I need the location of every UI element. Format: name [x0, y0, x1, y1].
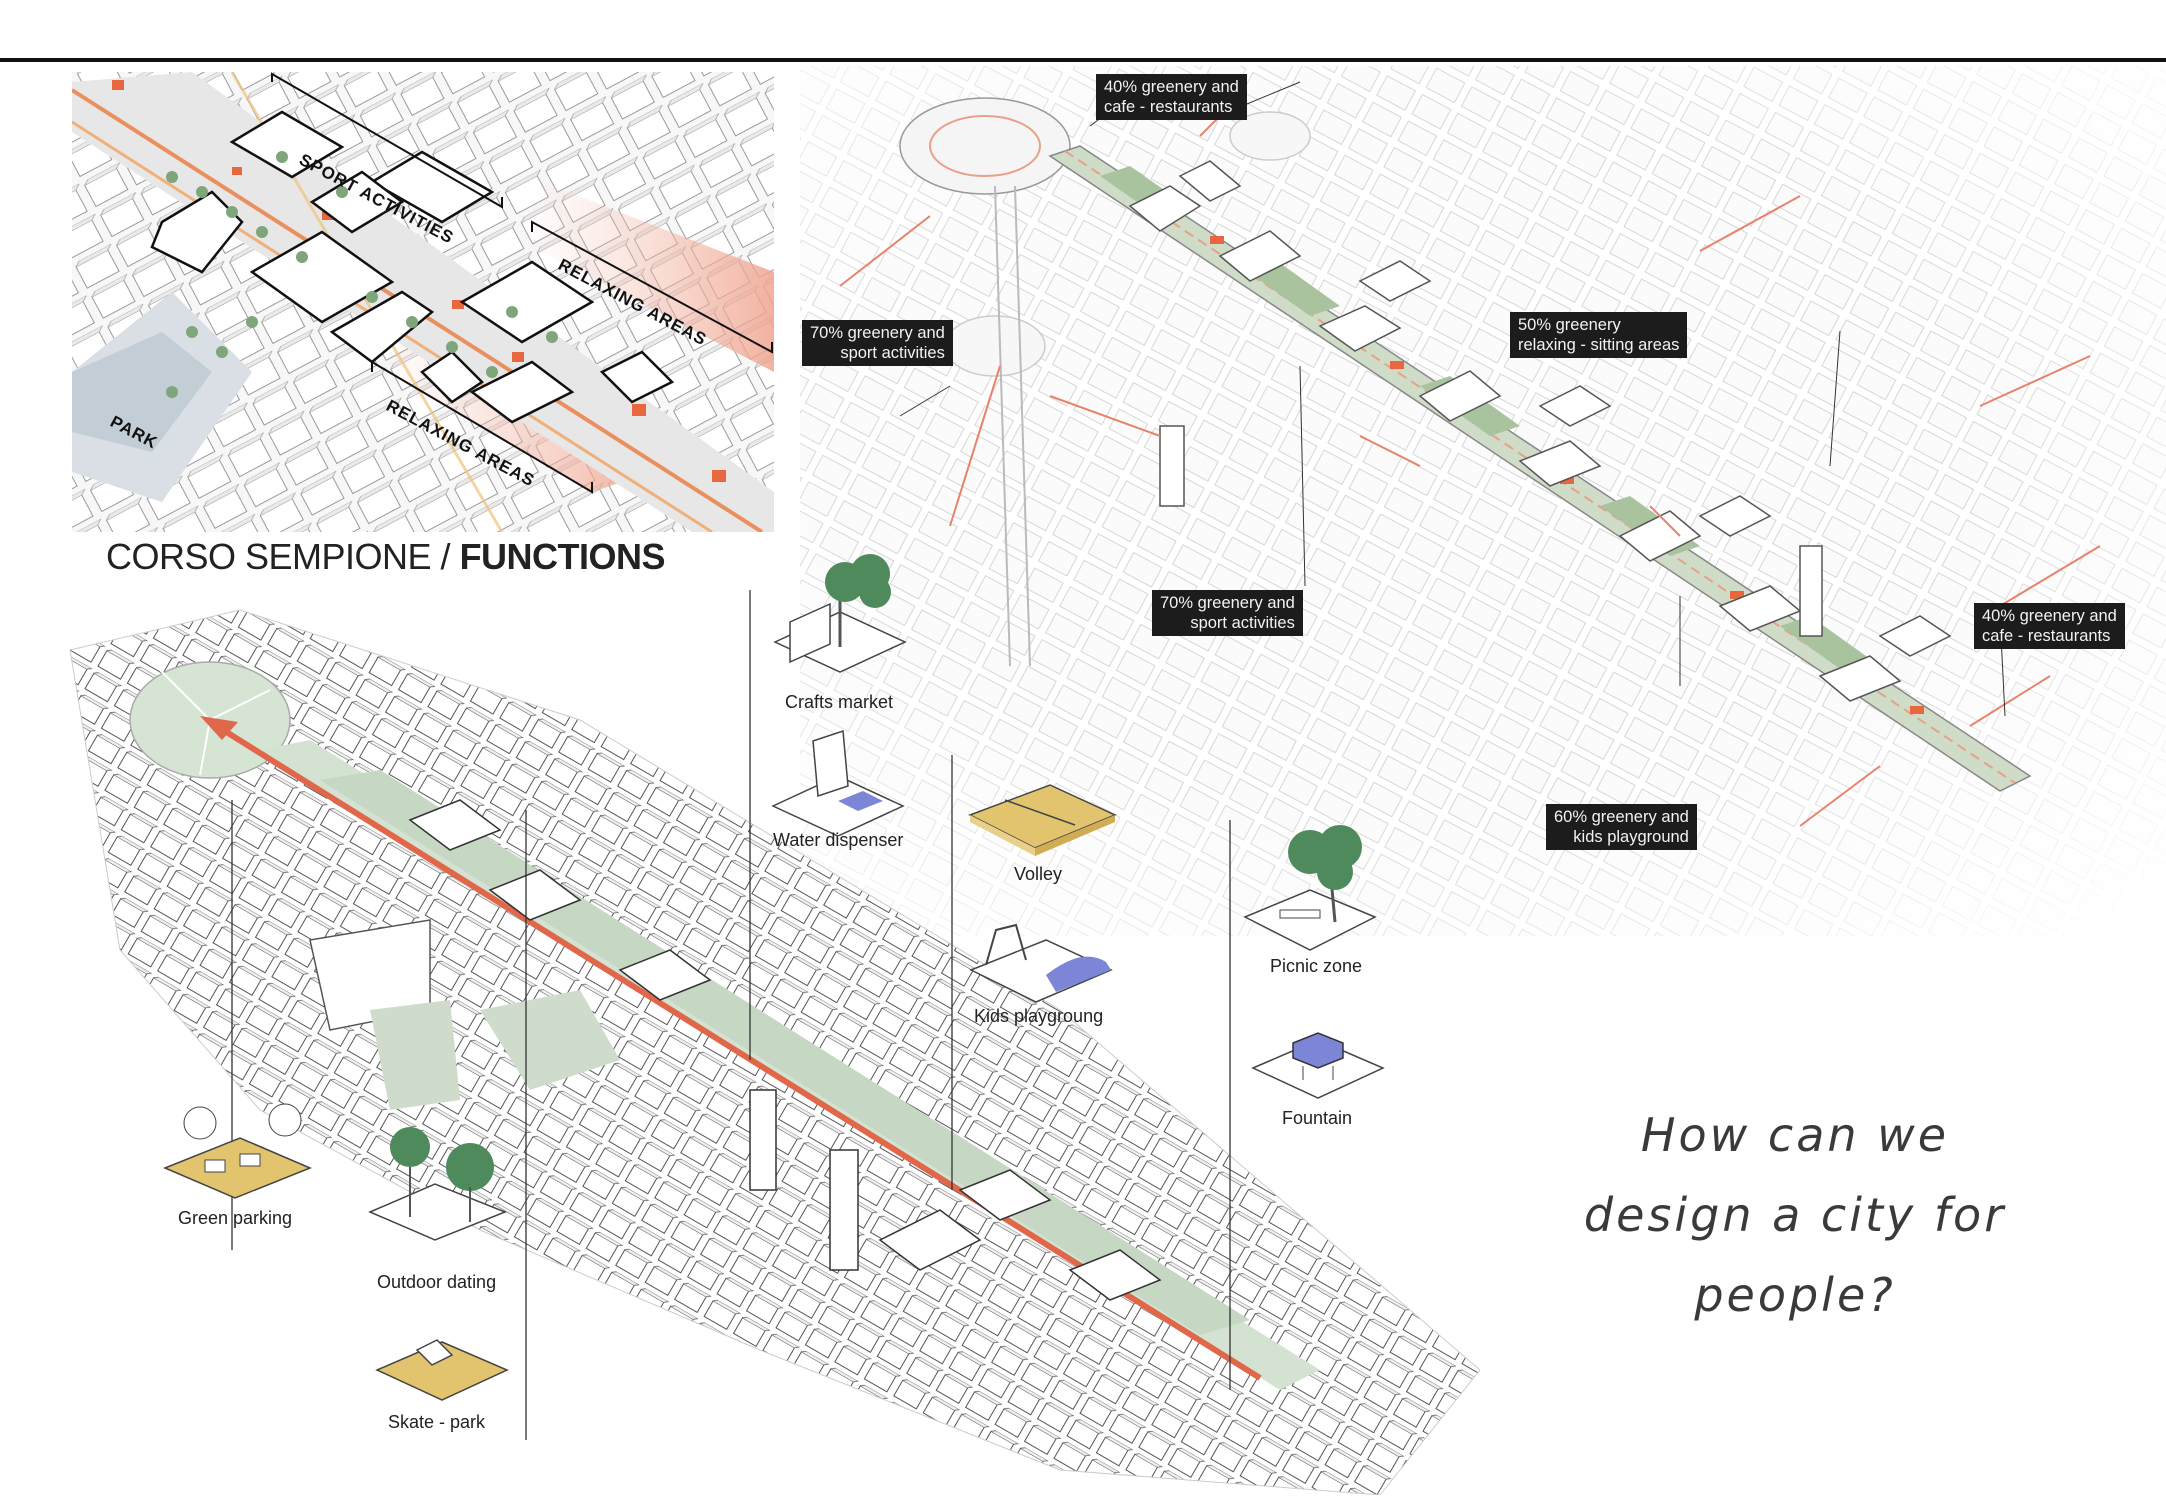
callout-cafe-top: 40% greenery and cafe - restaurants: [1096, 74, 1247, 120]
function-green-parking: Green parking: [160, 1098, 320, 1238]
label-skate-park: Skate - park: [388, 1412, 485, 1433]
question-line-1: How can we: [1560, 1095, 2030, 1175]
function-kids-playground: Kids playgroung: [966, 920, 1126, 1030]
volley-court-icon: [960, 770, 1120, 870]
callout-relax: 50% greenery relaxing - sitting areas: [1510, 312, 1687, 358]
function-crafts-market: Crafts market: [765, 552, 915, 712]
callout-kids: 60% greenery and kids playground: [1546, 804, 1697, 850]
page-title: CORSO SEMPIONE / FUNCTIONS: [106, 536, 665, 578]
callout-cafe-right: 40% greenery and cafe - restaurants: [1974, 603, 2125, 649]
label-water-dispenser: Water dispenser: [773, 830, 903, 851]
water-dispenser-icon: [768, 726, 908, 836]
label-crafts-market: Crafts market: [785, 692, 893, 713]
callout-sport-left: 70% greenery and sport activities: [802, 320, 953, 366]
question-line-3: people?: [1560, 1255, 2030, 1335]
tree-icon: [365, 1122, 515, 1242]
picnic-table-icon: [1240, 822, 1390, 962]
swing-icon: [966, 920, 1116, 1005]
top-left-axonometric: SPORT ACTIVITIES RELAXING AREAS RELAXING…: [72, 72, 774, 532]
question-text: How can we design a city for people?: [1560, 1095, 2030, 1335]
title-bold: FUNCTIONS: [460, 536, 666, 577]
fountain-icon: [1248, 1018, 1388, 1113]
function-outdoor-dating: Outdoor dating: [365, 1122, 525, 1302]
top-rule: [0, 58, 2166, 62]
parking-icon: [160, 1098, 320, 1208]
label-outdoor-dating: Outdoor dating: [377, 1272, 496, 1293]
function-volley: Volley: [960, 770, 1120, 890]
skate-ramp-icon: [372, 1320, 512, 1410]
label-fountain: Fountain: [1282, 1108, 1352, 1129]
title-prefix: CORSO SEMPIONE /: [106, 536, 460, 577]
function-skate-park: Skate - park: [372, 1320, 522, 1440]
label-volley: Volley: [1014, 864, 1062, 885]
label-kids-playground: Kids playgroung: [974, 1006, 1103, 1027]
function-picnic-zone: Picnic zone: [1240, 822, 1390, 982]
function-fountain: Fountain: [1248, 1018, 1398, 1138]
tree-icon: [820, 552, 900, 612]
function-water-dispenser: Water dispenser: [768, 726, 918, 866]
label-green-parking: Green parking: [178, 1208, 292, 1229]
label-picnic-zone: Picnic zone: [1270, 956, 1362, 977]
question-line-2: design a city for: [1560, 1175, 2030, 1255]
